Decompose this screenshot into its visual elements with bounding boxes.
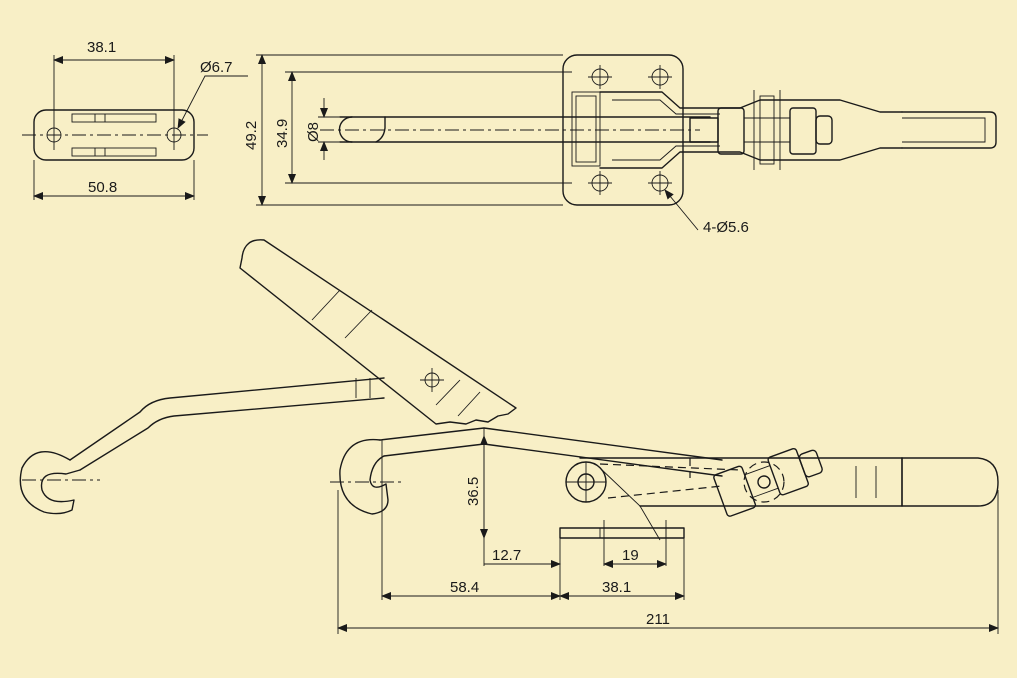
hook-end-top [338,116,353,143]
top-view: 49.2 34.9 Ø8 4-Ø5.6 [243,54,997,236]
dim-outer-height: 49.2 [243,121,260,150]
dim-reach: 58.4 [450,579,479,596]
closed-base-plate [559,527,685,539]
dim-base-width: 19 [622,547,639,564]
side-view: 36.5 12.7 19 58.4 38.1 211 [330,427,999,634]
closed-hook [339,438,389,515]
dim-base-length: 38.1 [602,579,631,596]
dim-hole-diameter: Ø6.7 [200,59,233,76]
open-hook [19,451,81,515]
dim-inner-height: 34.9 [274,119,291,148]
dim-mount-holes: 4-Ø5.6 [703,219,749,236]
open-position-view [19,239,517,515]
adjust-nut-1 [717,107,745,155]
dim-offset: 12.7 [492,547,521,564]
end-view-upper-flange [71,113,157,123]
dim-rod-diameter: Ø8 [305,122,322,142]
dim-height: 36.5 [465,477,482,506]
dim-overall-length: 211 [646,611,670,628]
dim-end-width-bottom: 50.8 [88,179,117,196]
end-view-lower-flange [71,147,157,157]
handle-grip-top [901,111,997,149]
adjust-nut-2 [789,107,817,155]
end-view: 38.1 50.8 Ø6.7 [22,39,248,200]
open-handle [239,239,517,425]
closed-handle-grip [901,457,999,507]
closed-pivot-dashed [743,461,785,503]
closed-adjust-nut [713,447,823,517]
dim-end-width-top: 38.1 [87,39,116,56]
